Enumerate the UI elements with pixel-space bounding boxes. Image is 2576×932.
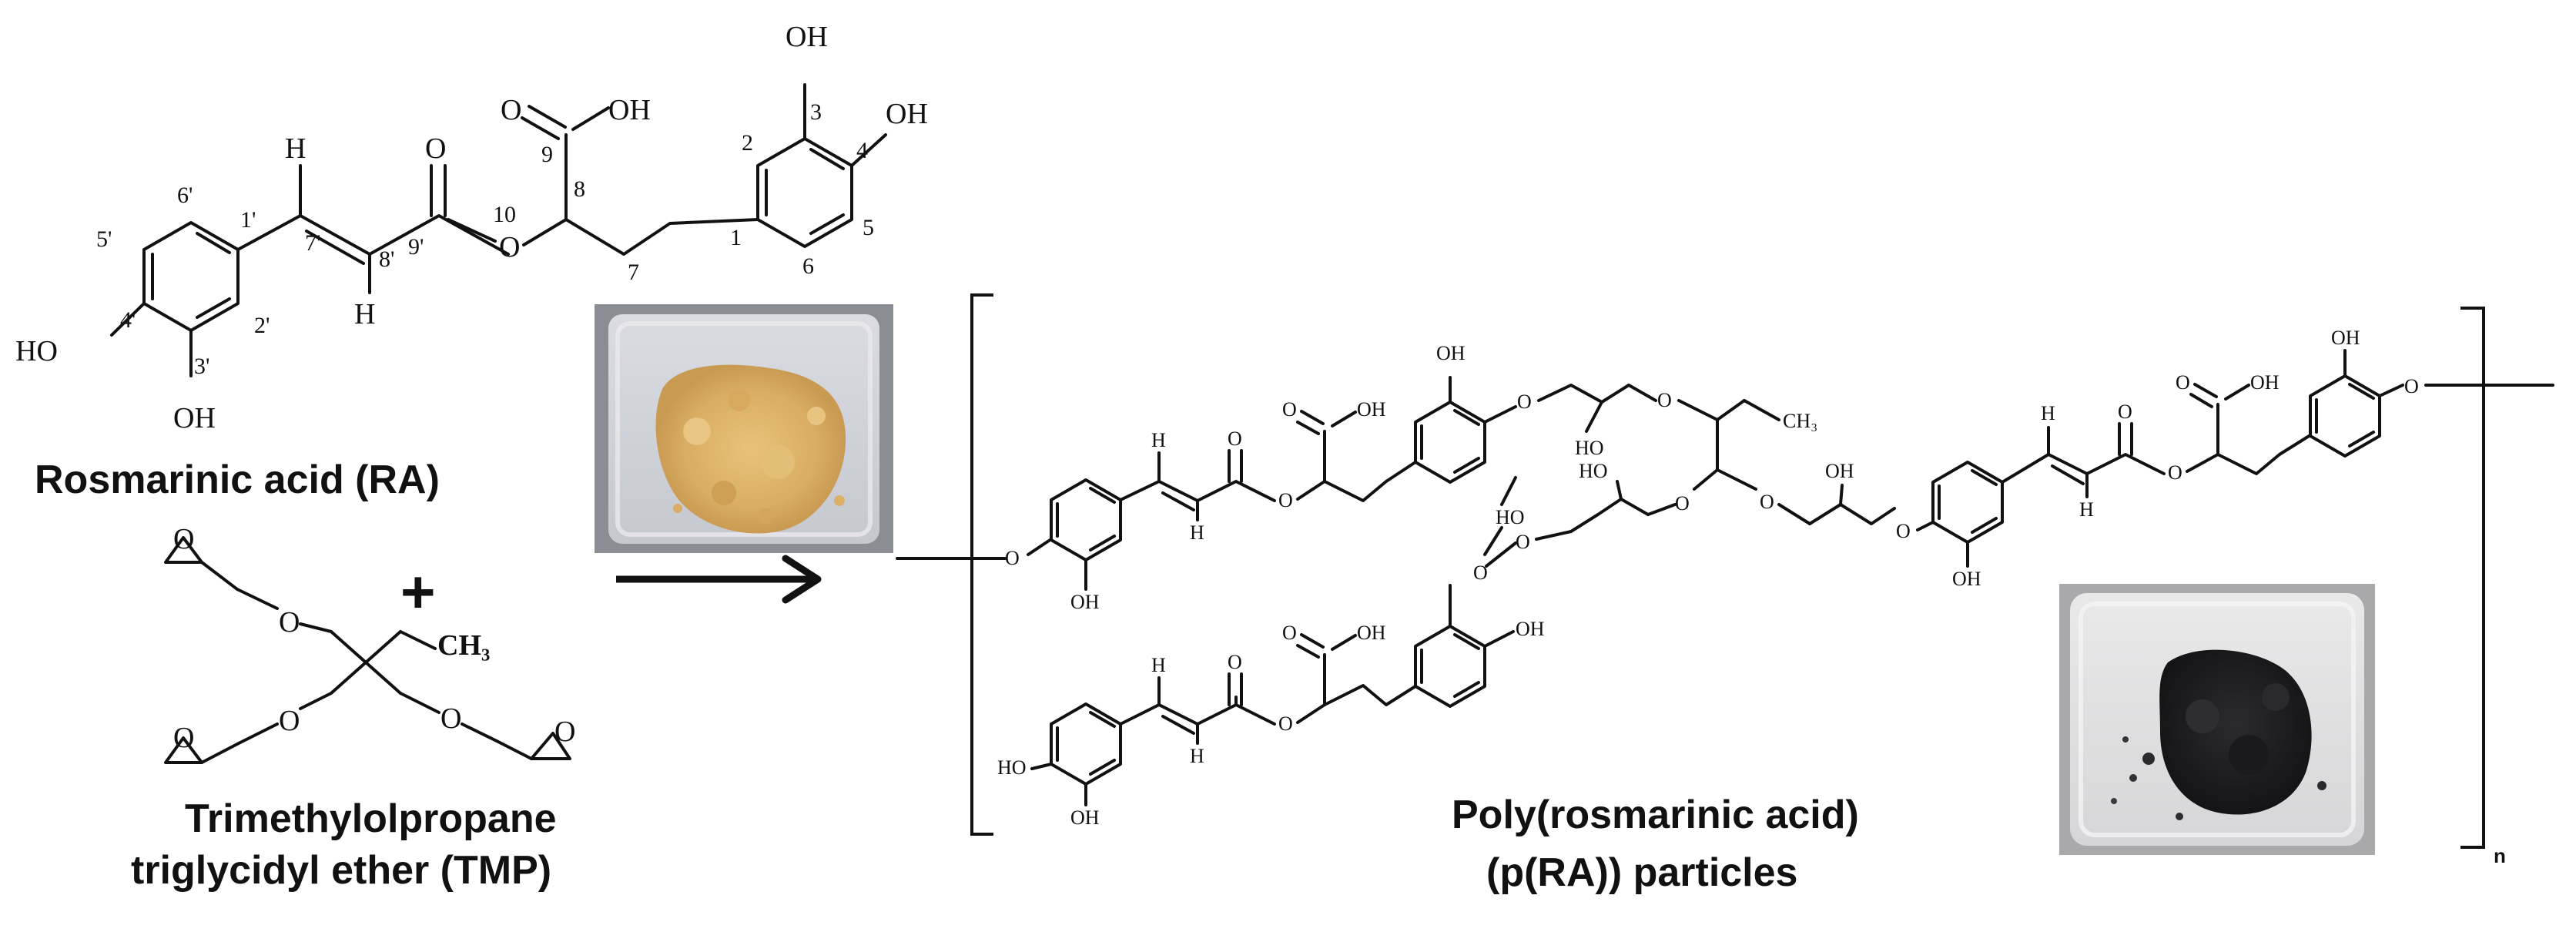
ra-h-atom-top: H — [285, 132, 306, 165]
pra-oh-4: OH — [1952, 568, 1981, 590]
plus-sign: + — [400, 558, 436, 625]
pra-o-8: O — [1516, 531, 1530, 553]
tmp-epoxide-o-3: O — [554, 716, 575, 748]
tmp-structure: O O O O O O CH₃ — [164, 523, 575, 764]
tmp-ether-o-3: O — [440, 702, 461, 735]
pra-acid-o-1: O — [1282, 398, 1297, 421]
pra-h-6: H — [1190, 745, 1204, 767]
pra-caption-line2: (p(RA)) particles — [1486, 850, 1797, 895]
locant-5: 5 — [863, 215, 874, 240]
locant-1p: 1' — [240, 207, 256, 233]
pra-h-1: H — [1151, 429, 1166, 451]
locant-2p: 2' — [254, 313, 270, 338]
locant-10: 10 — [493, 202, 516, 227]
ra-oh-3prime: OH — [173, 402, 216, 434]
locant-3: 3 — [810, 99, 822, 125]
pra-ho-3: HO — [1496, 506, 1525, 528]
rosmarinic-acid-structure: H H O O O OH OH OH HO OH 1' 2' 3' 4' 5' … — [15, 21, 928, 434]
pra-o-5: O — [1760, 491, 1774, 513]
pra-carbonyl-o-2: O — [2118, 401, 2132, 423]
tmp-caption-line1: Trimethylolpropane — [185, 796, 557, 841]
locant-3p: 3' — [194, 354, 209, 379]
ra-carbonyl-o: O — [425, 132, 446, 165]
ra-ester-o: O — [499, 231, 520, 263]
locant-4: 4 — [856, 138, 868, 163]
ra-acid-oh: OH — [608, 94, 651, 126]
tmp-epoxide-o-2: O — [173, 722, 194, 754]
pra-methyl: CH₃ — [1783, 410, 1817, 432]
tmp-epoxide-o-1: O — [173, 523, 194, 555]
tmp-ether-o-2: O — [279, 705, 300, 737]
locant-6: 6 — [802, 253, 814, 279]
pra-ho-4: HO — [997, 756, 1027, 779]
pra-acid-oh-1: OH — [1357, 398, 1386, 421]
pra-acid-oh-2: OH — [2250, 371, 2280, 394]
locant-9p: 9' — [408, 234, 424, 260]
pra-powder-photo — [2059, 584, 2375, 855]
reaction-arrow — [616, 555, 822, 604]
pra-h-3: H — [2041, 402, 2055, 424]
locant-7: 7 — [628, 260, 639, 285]
pra-o-1: O — [1005, 547, 1020, 569]
ra-h-atom-bottom: H — [354, 298, 375, 330]
pra-structure: O OH H H O O O OH OH O HO O CH₃ O O HO O… — [896, 327, 2554, 829]
ra-caption: Rosmarinic acid (RA) — [35, 458, 440, 502]
locant-8p: 8' — [379, 246, 394, 272]
pra-caption-line1: Poly(rosmarinic acid) — [1452, 793, 1859, 837]
locant-1: 1 — [730, 225, 742, 250]
pra-h-4: H — [2079, 498, 2094, 521]
locant-9: 9 — [541, 142, 553, 167]
tmp-methyl: CH₃ — [437, 629, 490, 662]
pra-h-2: H — [1190, 521, 1204, 544]
pra-ho-1: HO — [1575, 437, 1604, 459]
pra-acid-o-3: O — [1282, 622, 1297, 644]
pra-o-6: O — [1896, 520, 1911, 542]
locant-4p: 4' — [120, 307, 136, 333]
pra-h-5: H — [1151, 654, 1166, 676]
pra-oh-2: OH — [1436, 342, 1466, 364]
pra-o-7: O — [2404, 375, 2419, 397]
pra-oh-7: OH — [1070, 806, 1100, 829]
tmp-caption-line2: triglycidyl ether (TMP) — [131, 848, 551, 893]
ra-oh-3: OH — [786, 21, 828, 53]
pra-o-2: O — [1517, 391, 1532, 413]
locant-8: 8 — [574, 176, 585, 202]
pra-oh-6: OH — [1516, 618, 1545, 640]
ra-acid-o: O — [501, 94, 521, 126]
pra-ho-2: HO — [1579, 460, 1608, 482]
pra-bracket-left — [970, 293, 993, 836]
repeat-subscript-n: n — [2494, 844, 2506, 867]
ra-oh-4: OH — [886, 98, 928, 130]
ra-powder-photo — [595, 304, 893, 553]
locant-2: 2 — [742, 130, 753, 156]
locant-7p: 7' — [305, 230, 320, 256]
pra-ester-o-3: O — [1278, 712, 1293, 735]
locant-5p: 5' — [96, 226, 112, 252]
pra-o-9: O — [1473, 562, 1488, 584]
pra-carbonyl-o-3: O — [1228, 651, 1242, 673]
pra-o-3: O — [1657, 389, 1672, 411]
pra-oh-1: OH — [1070, 591, 1100, 613]
pra-bracket-right — [2460, 307, 2485, 849]
pra-ester-o-1: O — [1278, 489, 1293, 511]
locant-6p: 6' — [177, 183, 193, 208]
pra-carbonyl-o-1: O — [1228, 427, 1242, 450]
pra-ester-o-2: O — [2168, 461, 2182, 484]
tmp-ether-o-1: O — [279, 606, 300, 639]
pra-o-4: O — [1675, 492, 1690, 515]
pra-acid-oh-3: OH — [1357, 622, 1386, 644]
pra-oh-5: OH — [2331, 327, 2360, 349]
ra-ho-4prime: HO — [15, 335, 58, 367]
pra-oh-3: OH — [1825, 460, 1854, 482]
pra-acid-o-2: O — [2176, 371, 2190, 394]
